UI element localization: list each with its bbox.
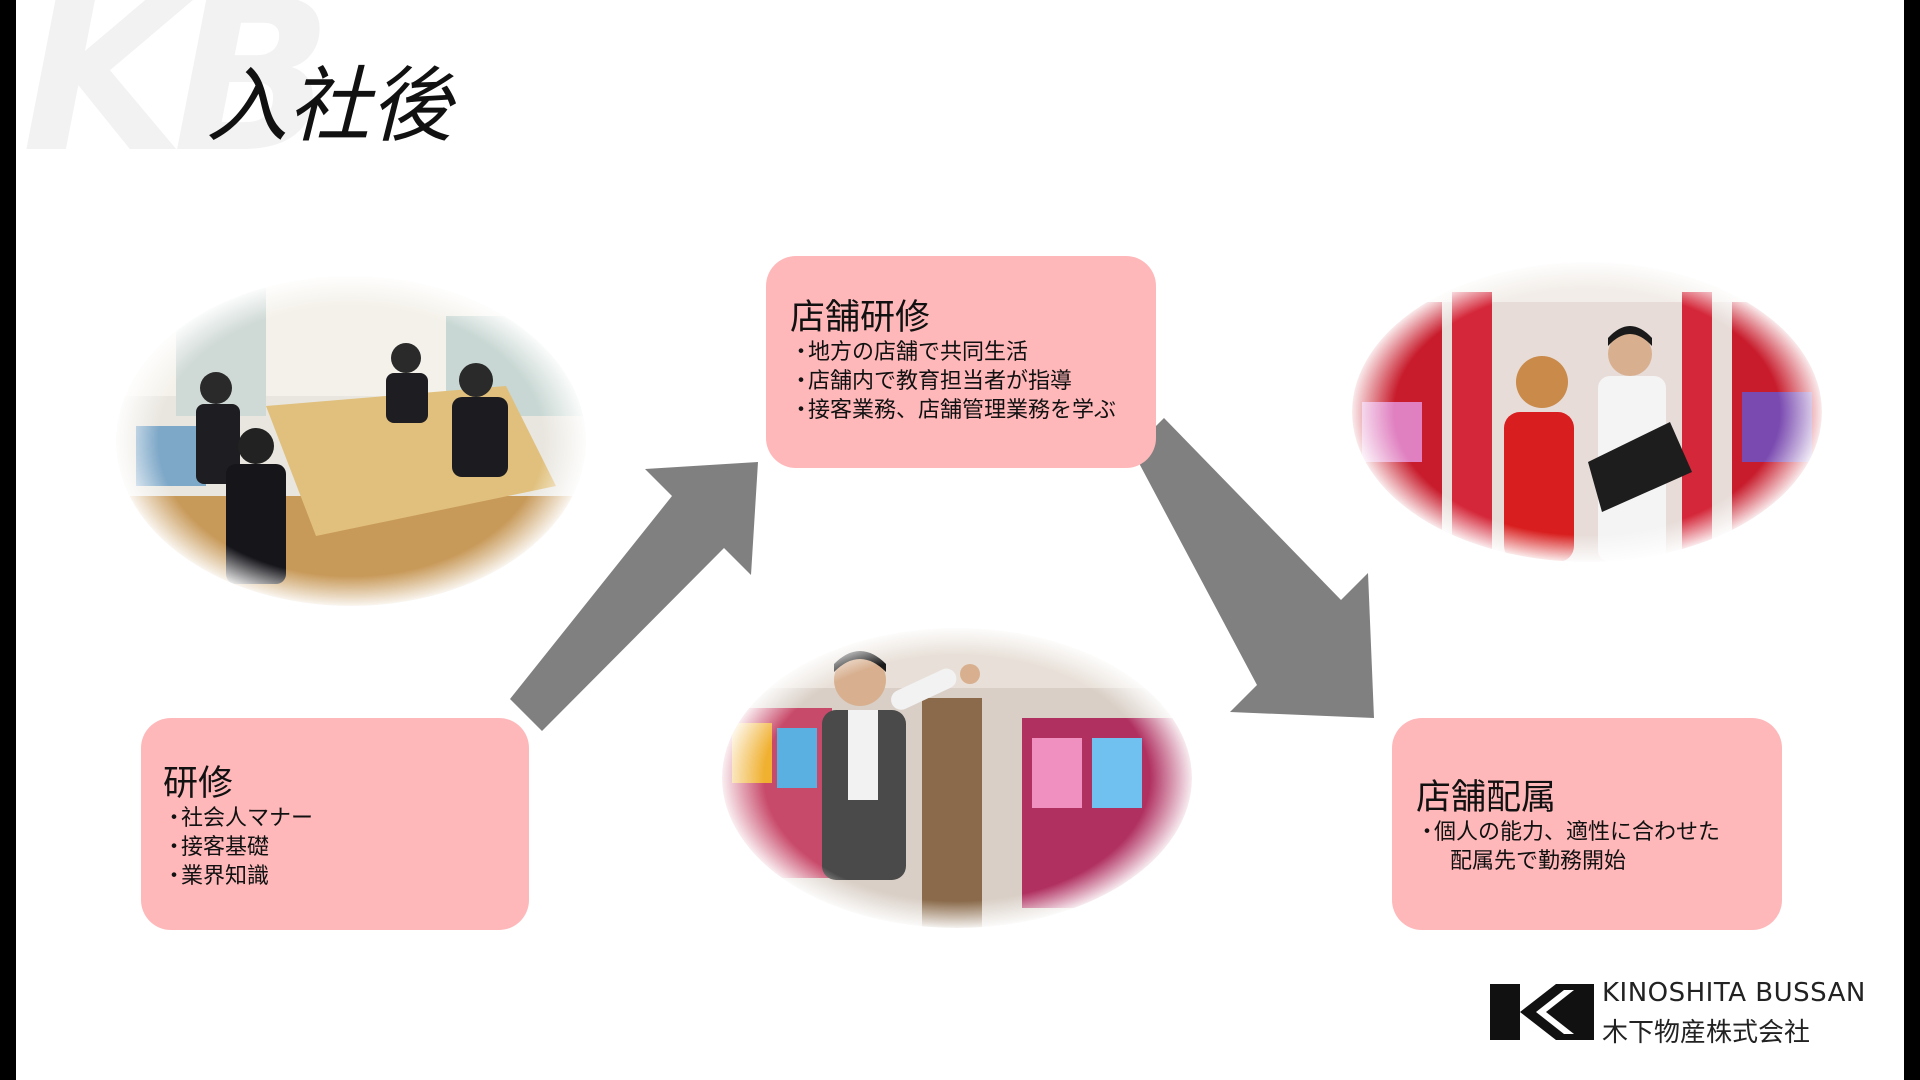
- list-item: 個人の能力、適性に合わせた: [1416, 818, 1782, 847]
- list-item-continuation: 配属先で勤務開始: [1450, 847, 1782, 876]
- list-item: 店舗内で教育担当者が指導: [790, 367, 1156, 396]
- store-training-box: 店舗研修 地方の店舗で共同生活 店舗内で教育担当者が指導 接客業務、店舗管理業務…: [766, 256, 1156, 468]
- slide: KB 入社後: [16, 0, 1904, 1080]
- training-box: 研修 社会人マナー 接客基礎 業界知識: [141, 718, 529, 930]
- training-meeting-photo: [116, 276, 586, 606]
- list-item: 地方の店舗で共同生活: [790, 338, 1156, 367]
- store-training-list: 地方の店舗で共同生活 店舗内で教育担当者が指導 接客業務、店舗管理業務を学ぶ: [790, 338, 1156, 425]
- list-item: 業界知識: [163, 862, 529, 891]
- staff-guiding-photo: [722, 628, 1192, 928]
- list-item: 社会人マナー: [163, 804, 529, 833]
- kinoshita-logo-icon: [1490, 984, 1594, 1040]
- page-title: 入社後: [206, 59, 452, 154]
- training-list: 社会人マナー 接客基礎 業界知識: [163, 804, 529, 891]
- store-assignment-box: 店舗配属 個人の能力、適性に合わせた 配属先で勤務開始: [1392, 718, 1782, 930]
- store-assignment-heading: 店舗配属: [1416, 778, 1557, 818]
- brand-name-en: KINOSHITA BUSSAN: [1602, 978, 1866, 1008]
- list-item: 接客業務、店舗管理業務を学ぶ: [790, 396, 1156, 425]
- continuation-text: 配属先で勤務開始: [1450, 849, 1627, 875]
- training-heading: 研修: [163, 764, 234, 804]
- list-item: 接客基礎: [163, 833, 529, 862]
- store-staff-photo: [1352, 262, 1822, 562]
- kb-watermark: KB: [22, 0, 333, 199]
- store-assignment-list: 個人の能力、適性に合わせた 配属先で勤務開始: [1416, 818, 1782, 876]
- store-training-heading: 店舗研修: [790, 298, 931, 338]
- arrow-down-right: [1132, 418, 1374, 718]
- brand-name-jp: 木下物産株式会社: [1602, 1018, 1811, 1048]
